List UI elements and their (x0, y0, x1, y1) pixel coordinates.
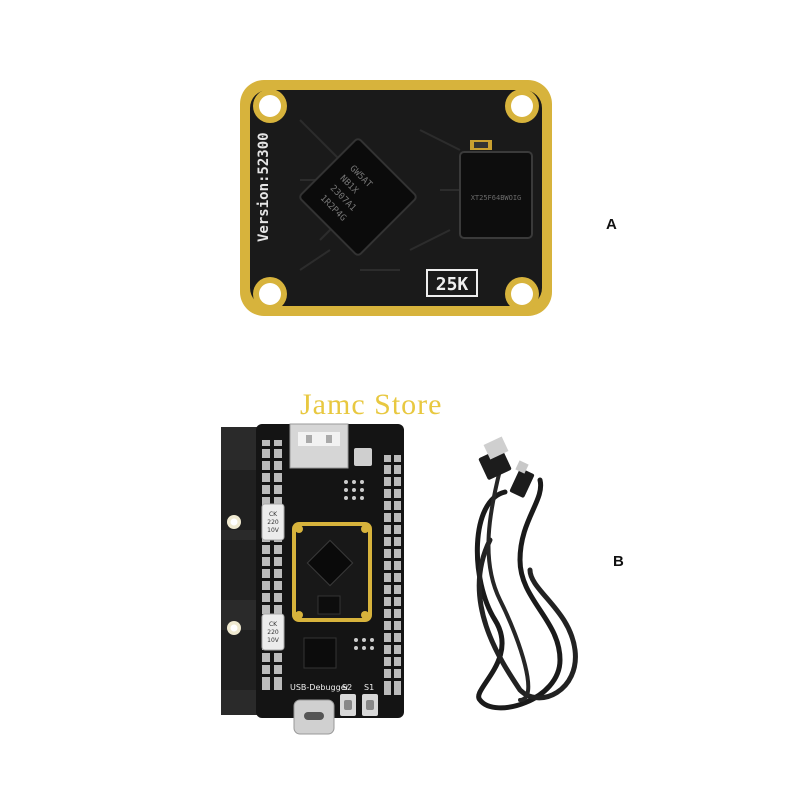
svg-text:220: 220 (267, 629, 279, 636)
push-button-s2 (340, 694, 356, 716)
capacitor-lower: CK 220 10V (261, 613, 285, 651)
usb-c-port (293, 699, 335, 735)
flash-chip: XT25F64BWOIG (459, 140, 533, 239)
badge-text: 25K (436, 274, 469, 295)
mounting-hole-icon (253, 89, 539, 311)
store-watermark: Jamc Store (300, 388, 443, 421)
pin-header-right (384, 455, 401, 695)
usb-cable (474, 468, 578, 711)
flash-text: XT25F64BWOIG (471, 194, 522, 202)
switch-label-s1: S1 (364, 683, 374, 692)
debugger-chip (303, 637, 337, 669)
fpga-dev-board: CK 220 10V CK 220 10V (221, 423, 404, 735)
mounted-core-module (292, 522, 372, 622)
capacity-badge: 25K (426, 269, 478, 297)
switch-label-s2: S2 (342, 683, 352, 692)
svg-text:220: 220 (267, 519, 279, 526)
svg-text:10V: 10V (267, 527, 280, 534)
usb-debugger-label: USB-Debugger (290, 683, 350, 692)
svg-text:CK: CK (269, 621, 278, 628)
fpga-chip: GW5AT NB1X 2307A1 1R2P4G (299, 138, 417, 256)
svg-text:10V: 10V (267, 637, 280, 644)
version-text: Version:52300 (256, 132, 272, 242)
push-button-s1 (362, 694, 378, 716)
label-a: A (606, 216, 617, 233)
mode-button (354, 448, 372, 466)
micro-usb-plug (509, 460, 535, 498)
svg-text:CK: CK (269, 511, 278, 518)
usb-a-port (289, 423, 349, 469)
pin-header-left (262, 440, 282, 690)
fpga-core-module: GW5AT NB1X 2307A1 1R2P4G XT25F64BWOIG Ve… (240, 80, 552, 316)
usb-a-plug (478, 436, 512, 480)
label-b: B (613, 553, 624, 570)
capacitor-upper: CK 220 10V (261, 503, 285, 541)
